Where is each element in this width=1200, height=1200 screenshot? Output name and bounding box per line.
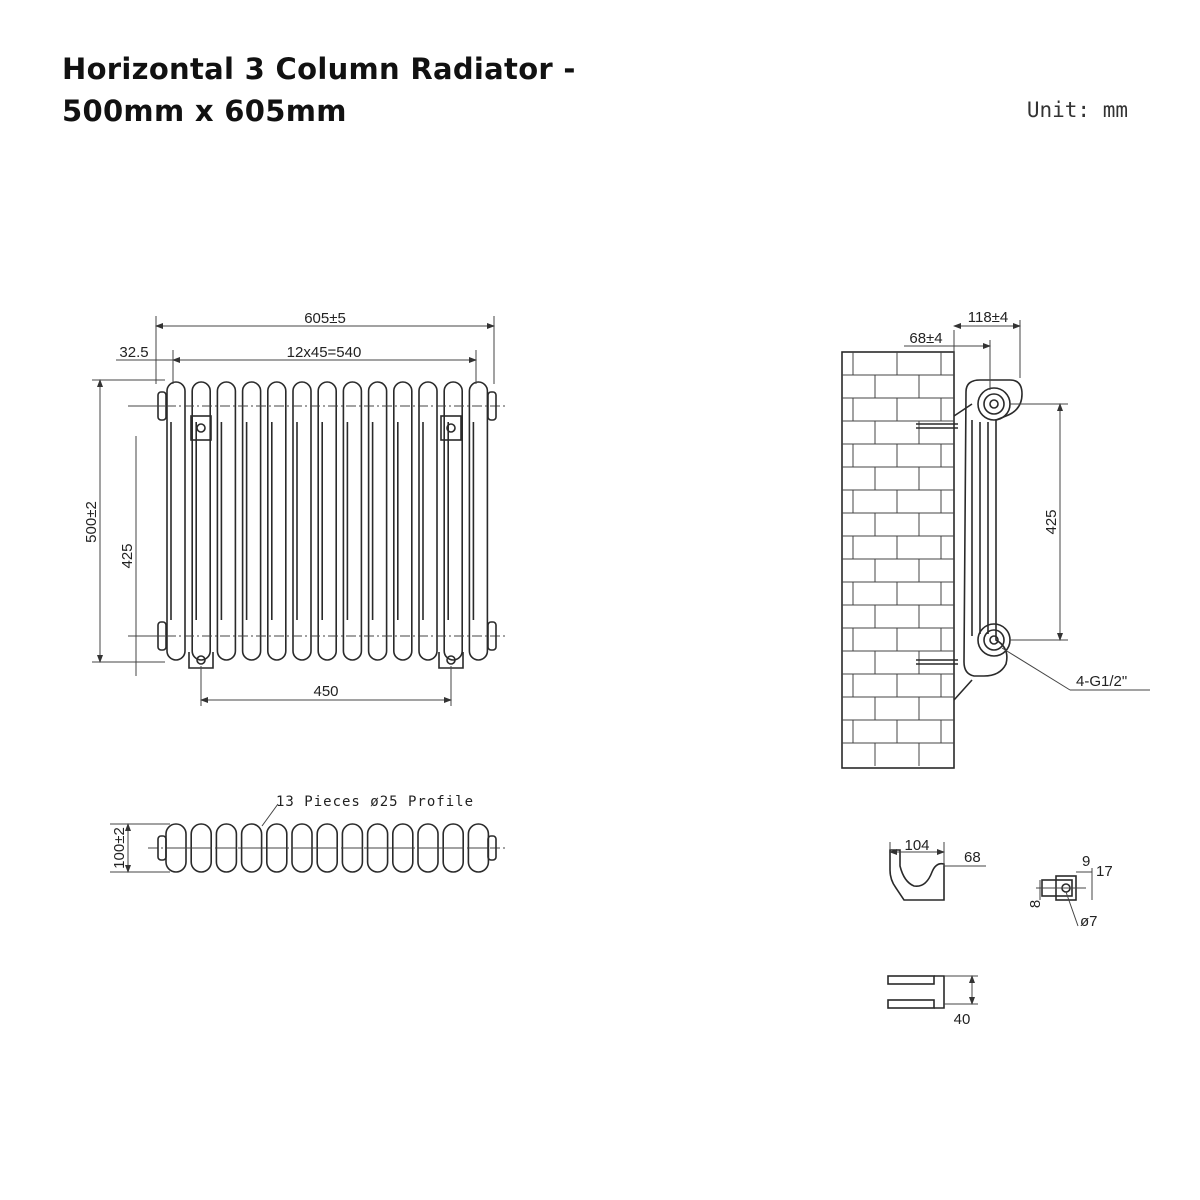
side-view: 118±4 68±4 425 4-G1/2" [841, 309, 1150, 769]
front-dimensions: 605±5 32.5 12x45=540 500±2 425 450 [83, 310, 495, 706]
bracket-hole-dia: ø7 [1080, 913, 1098, 930]
title-line-1: Horizontal 3 Column Radiator - [62, 52, 576, 86]
radiator-column [468, 381, 489, 661]
radiator-side [916, 379, 1023, 701]
top-view: 100±2 13 Pieces ø25 Profile [110, 794, 508, 873]
radiator-column [418, 381, 438, 661]
radiator-column [392, 381, 413, 661]
front-brackets [188, 415, 464, 669]
dim-section-pitch: 12x45=540 [287, 344, 362, 361]
dim-pipe-centres: 425 [119, 543, 136, 568]
radiator-column [443, 381, 464, 661]
dim-end-offset: 32.5 [119, 344, 148, 361]
radiator-column [367, 381, 388, 661]
bracket-dim-9: 9 [1082, 853, 1090, 870]
dim-overall-width: 605±5 [304, 310, 346, 327]
dim-depth: 100±2 [111, 827, 128, 869]
radiator-columns [166, 381, 489, 661]
radiator-column [216, 381, 237, 661]
radiator-column [191, 381, 211, 661]
bracket-detail: 104 68 40 9 17 8 ø7 [887, 837, 1113, 1028]
dim-overall-height: 500±2 [83, 501, 100, 543]
radiator-column [266, 381, 287, 661]
connections-label: 4-G1/2" [1076, 673, 1127, 690]
title-line-2: 500mm x 605mm [62, 94, 347, 128]
bracket-dim-17: 17 [1096, 863, 1113, 880]
bracket-thickness: 40 [954, 1011, 971, 1028]
radiator-column [241, 381, 262, 661]
radiator-column [292, 381, 312, 661]
side-dimensions: 118±4 68±4 425 4-G1/2" [904, 309, 1150, 691]
bracket-dim-8: 8 [1027, 900, 1044, 908]
brick-wall [841, 351, 955, 769]
front-manifolds [148, 391, 506, 651]
unit-label: Unit: mm [1026, 98, 1128, 122]
radiator-column [342, 381, 363, 661]
page-title: Horizontal 3 Column Radiator - 500mm x 6… [62, 48, 576, 132]
dim-overall-depth: 118±4 [968, 309, 1009, 326]
radiator-column [317, 381, 338, 661]
profile-note: 13 Pieces ø25 Profile [276, 794, 474, 810]
bracket-width: 104 [904, 837, 929, 854]
dim-side-pipe-centres: 425 [1043, 509, 1060, 534]
dim-bracket-centres: 450 [313, 683, 338, 700]
front-view: 605±5 32.5 12x45=540 500±2 425 450 [83, 310, 506, 706]
dim-wall-distance: 68±4 [909, 330, 942, 347]
bracket-height: 68 [964, 849, 981, 866]
radiator-column [166, 381, 186, 661]
